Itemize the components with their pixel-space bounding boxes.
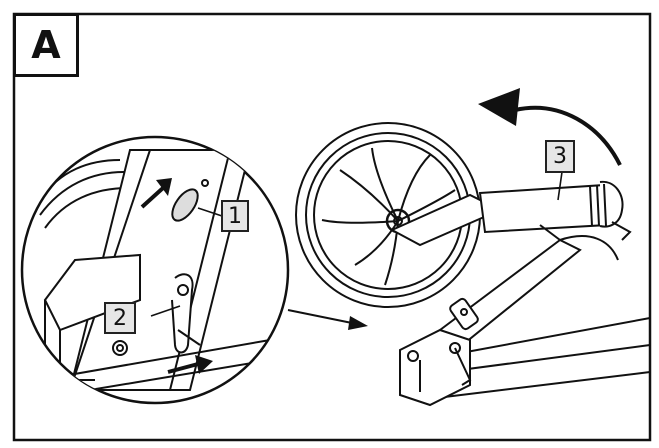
callout-1: 1 — [221, 200, 249, 232]
detail-inset — [20, 135, 290, 405]
callout-leaders — [150, 171, 563, 317]
rotation-arrow — [514, 105, 622, 166]
right-arrow — [167, 362, 199, 374]
scooter-illustration — [295, 88, 651, 407]
panel-label: A — [31, 23, 61, 67]
callout-2: 2 — [104, 302, 136, 334]
right-arrowhead — [195, 355, 213, 374]
rotation-arrowhead — [478, 88, 520, 126]
panel-label-box: A — [13, 13, 79, 77]
up-arrowhead — [156, 178, 172, 196]
handlebar-stem — [478, 180, 632, 241]
callout-3: 3 — [545, 140, 575, 173]
inset-pointer-arrow — [287, 309, 368, 330]
up-arrow — [140, 186, 165, 209]
diagram-border — [12, 12, 652, 442]
scooter-deck — [399, 224, 651, 407]
